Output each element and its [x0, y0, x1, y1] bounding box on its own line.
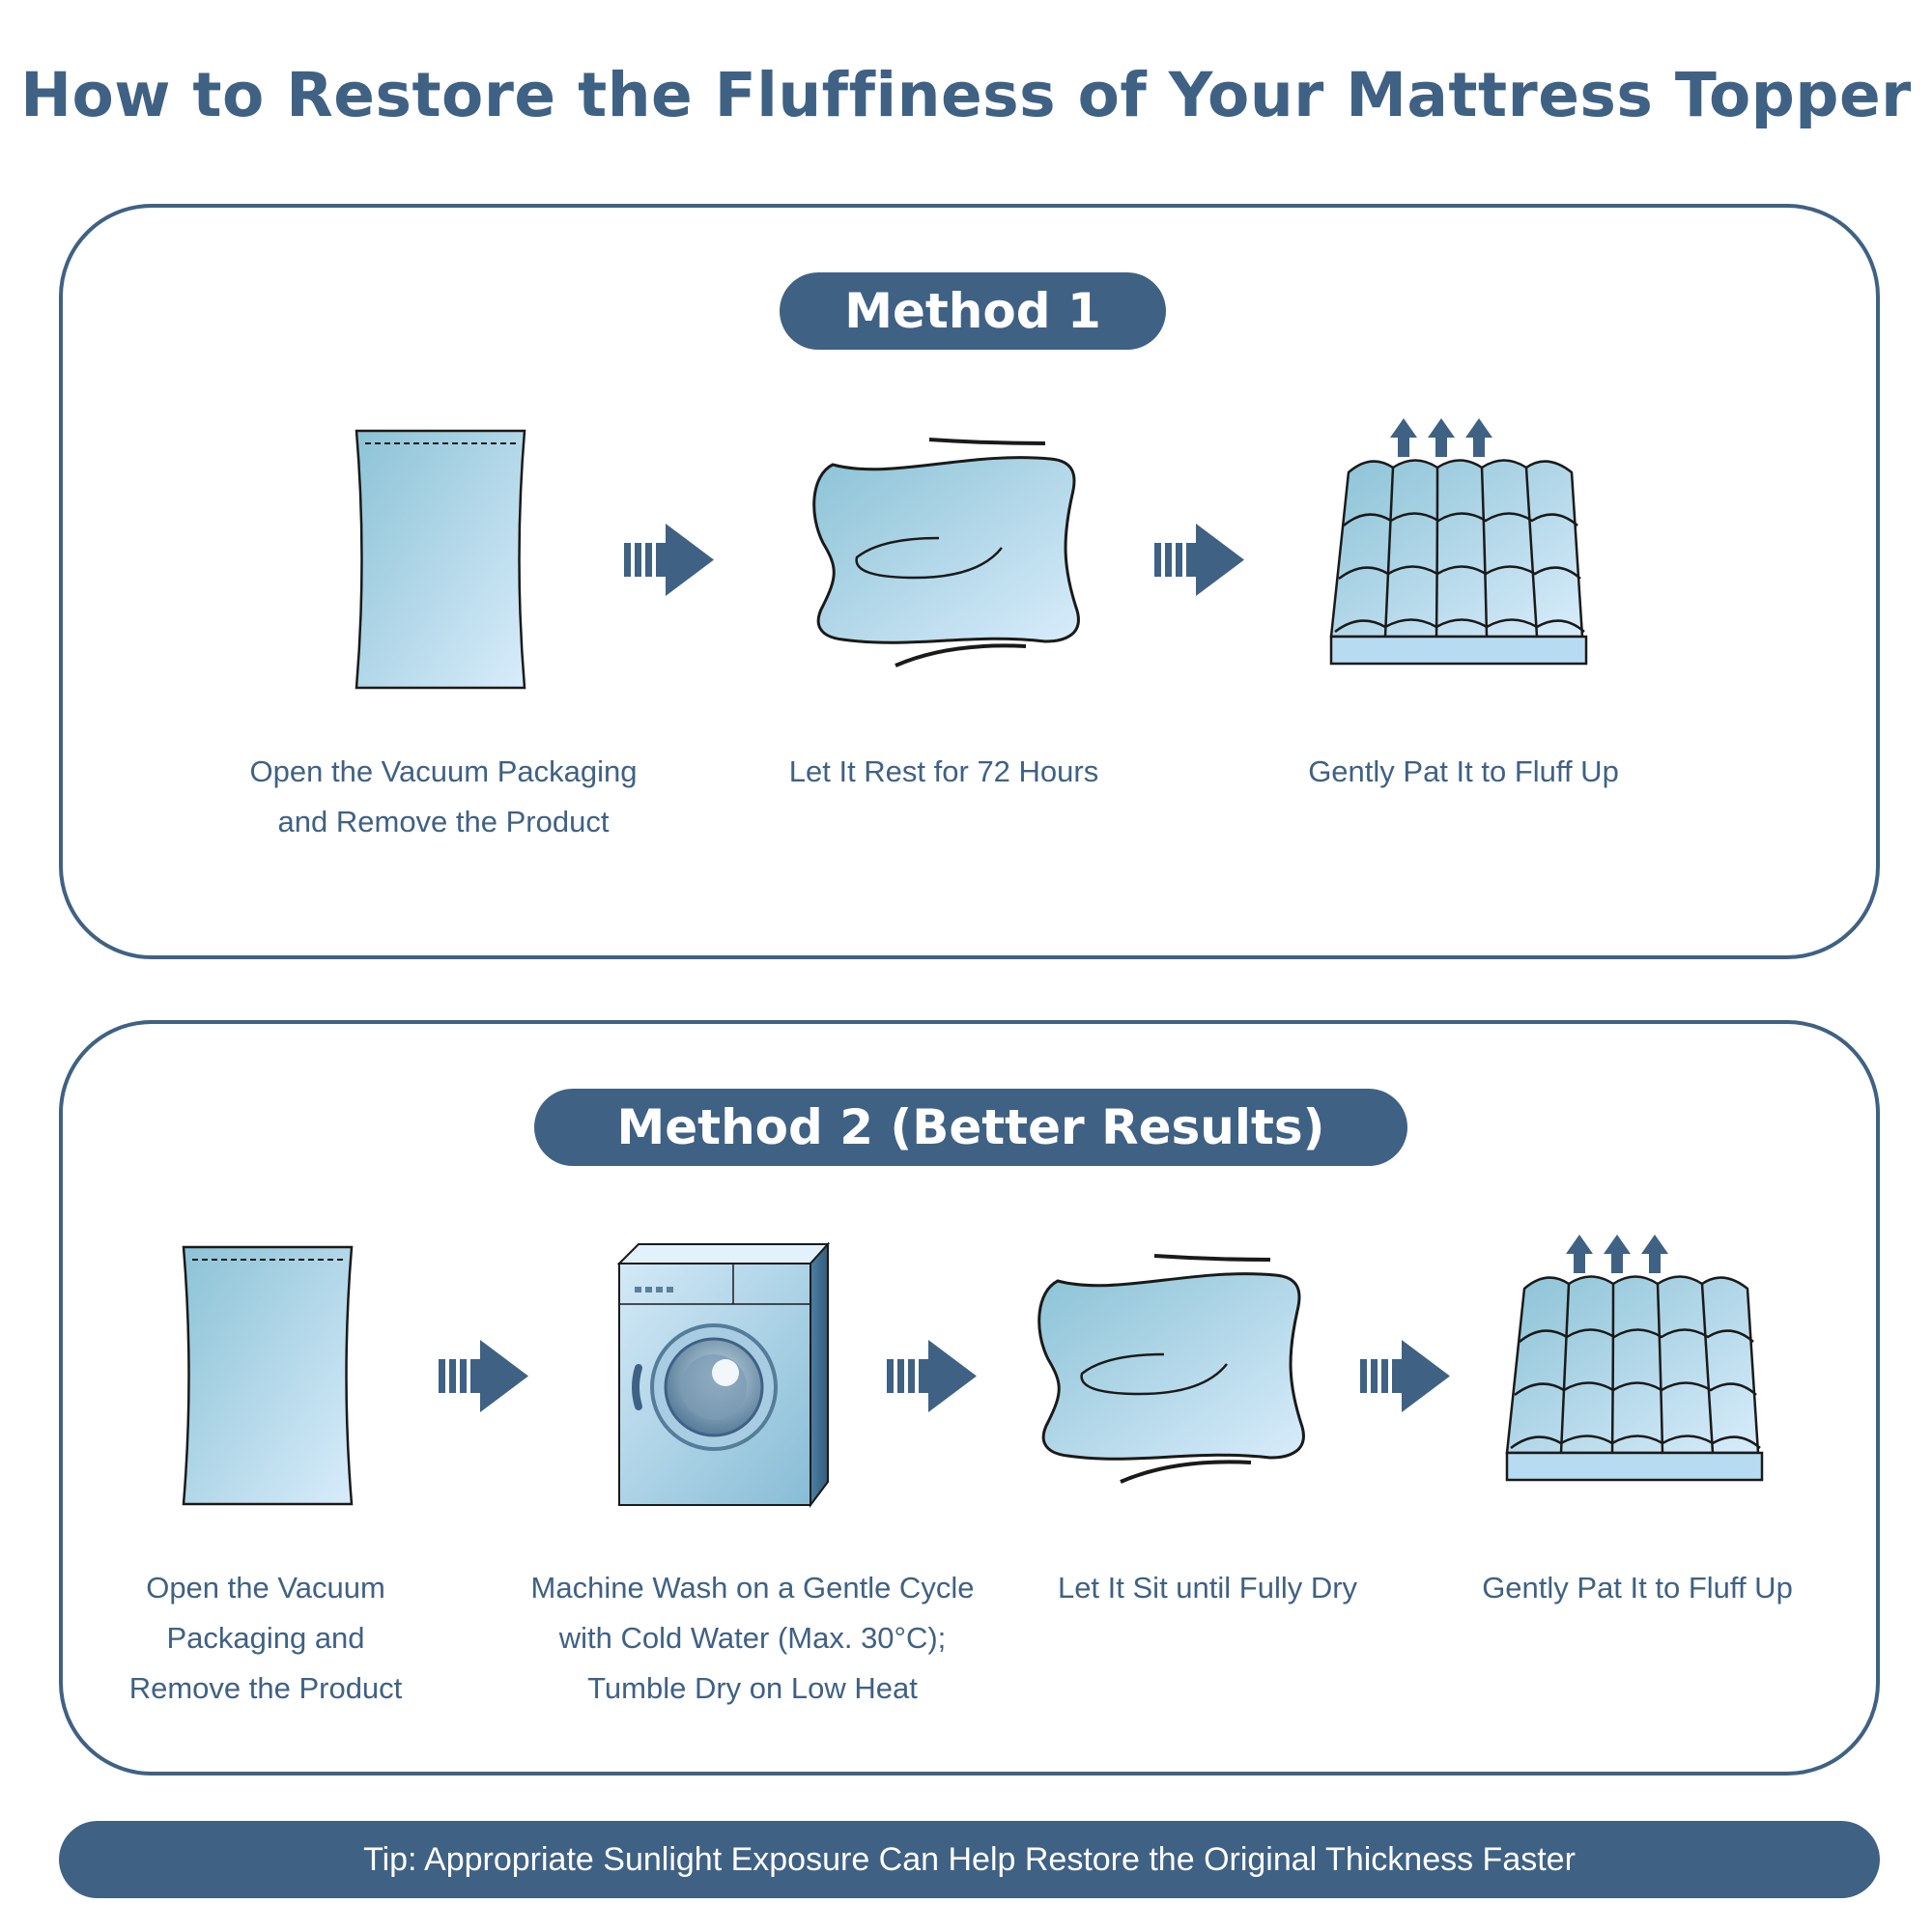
arrow-right-icon — [624, 524, 716, 596]
step-label: Open the Vacuum Packaging and Remove the… — [249, 754, 638, 838]
arrow-right-icon — [887, 1340, 979, 1412]
method-2-heading: Method 2 (Better Results) — [534, 1089, 1407, 1166]
method-2-panel: Method 2 (Better Results) Open the Vacuu… — [59, 1020, 1880, 1776]
step-label: Let It Rest for 72 Hours — [788, 754, 1099, 788]
step-label: Gently Pat It to Fluff Up — [1482, 1571, 1793, 1605]
washing-machine-icon — [617, 1242, 830, 1508]
arrow-right-icon — [439, 1340, 530, 1412]
step-label: Open the Vacuum Packaging and Remove the… — [128, 1571, 403, 1705]
method-1-panel: Method 1 Open the Vacuum Packaging and R… — [59, 204, 1880, 959]
topper-resting-icon — [804, 432, 1084, 673]
vacuum-bag-icon — [354, 429, 527, 690]
step-label: Machine Wash on a Gentle Cycle with Cold… — [530, 1571, 975, 1705]
vacuum-bag-icon — [181, 1245, 355, 1506]
page-title: How to Restore the Fluffiness of Your Ma… — [20, 60, 1912, 130]
fluffed-topper-icon — [1501, 1231, 1772, 1530]
arrow-right-icon — [1154, 524, 1246, 596]
fluffed-topper-icon — [1325, 414, 1596, 714]
method-1-heading: Method 1 — [780, 272, 1166, 350]
topper-resting-icon — [1029, 1248, 1309, 1490]
step-label: Let It Sit until Fully Dry — [1057, 1571, 1358, 1605]
step-label: Gently Pat It to Fluff Up — [1308, 754, 1619, 788]
tip-banner: Tip: Appropriate Sunlight Exposure Can H… — [59, 1821, 1880, 1898]
arrow-right-icon — [1360, 1340, 1452, 1412]
